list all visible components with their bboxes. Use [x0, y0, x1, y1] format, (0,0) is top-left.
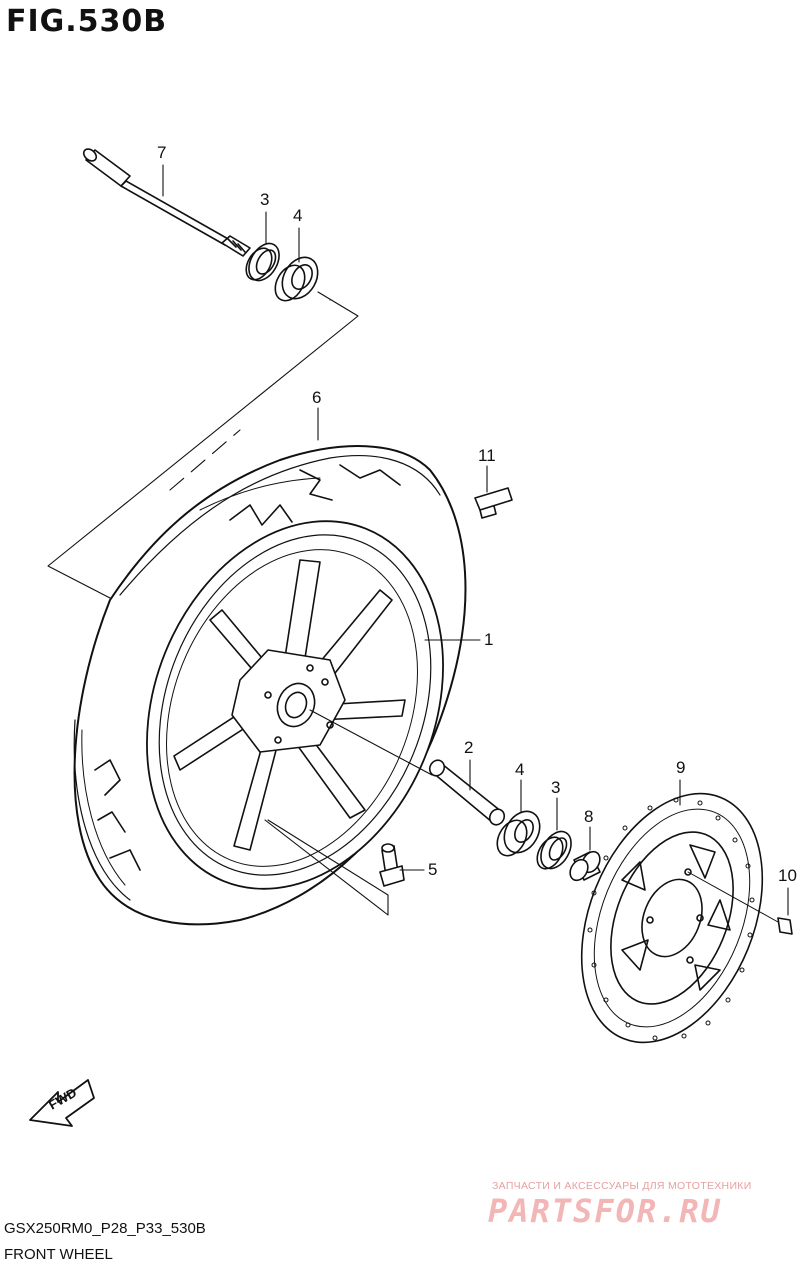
callout-1: 1 — [484, 630, 494, 649]
watermark-logo: PARTSFOR.RU — [488, 1192, 722, 1230]
callout-10: 10 — [778, 866, 797, 885]
callout-8: 8 — [584, 807, 594, 826]
figure-title: FIG.530B — [6, 4, 168, 39]
callout-7: 7 — [157, 143, 167, 162]
disc-collar — [569, 850, 601, 882]
wheel-spacer — [428, 759, 506, 826]
brake-disc — [580, 792, 764, 1044]
callout-9: 9 — [676, 758, 686, 777]
callout-4-lower: 4 — [515, 760, 525, 779]
callout-6: 6 — [312, 388, 322, 407]
callout-3-lower: 3 — [551, 778, 561, 797]
upper-oil-seal — [245, 242, 280, 282]
watermark-tagline: ЗАПЧАСТИ И АКСЕССУАРЫ ДЛЯ МОТОТЕХНИКИ — [492, 1180, 752, 1192]
figure-code: GSX250RM0_P28_P33_530B — [4, 1220, 206, 1237]
upper-guide-lines — [47, 291, 359, 599]
callout-11: 11 — [478, 446, 496, 465]
tire-valve — [379, 843, 405, 887]
wheel-rim — [146, 520, 444, 890]
lower-oil-seal — [536, 830, 572, 870]
disc-bolt — [687, 871, 793, 935]
front-axle — [82, 148, 251, 257]
callout-2: 2 — [464, 738, 474, 757]
upper-bearing — [274, 256, 319, 302]
callout-3-upper: 3 — [260, 190, 270, 209]
leader-lines — [162, 164, 789, 916]
callout-5: 5 — [428, 860, 438, 879]
lower-guide-lines — [264, 709, 433, 916]
balance-weight — [474, 487, 513, 519]
lower-bearing — [496, 810, 541, 857]
callout-4-upper: 4 — [293, 206, 303, 225]
figure-caption: FRONT WHEEL — [4, 1246, 113, 1263]
disc-drill-holes — [587, 797, 755, 1041]
fwd-direction-badge: FWD — [29, 1079, 95, 1127]
